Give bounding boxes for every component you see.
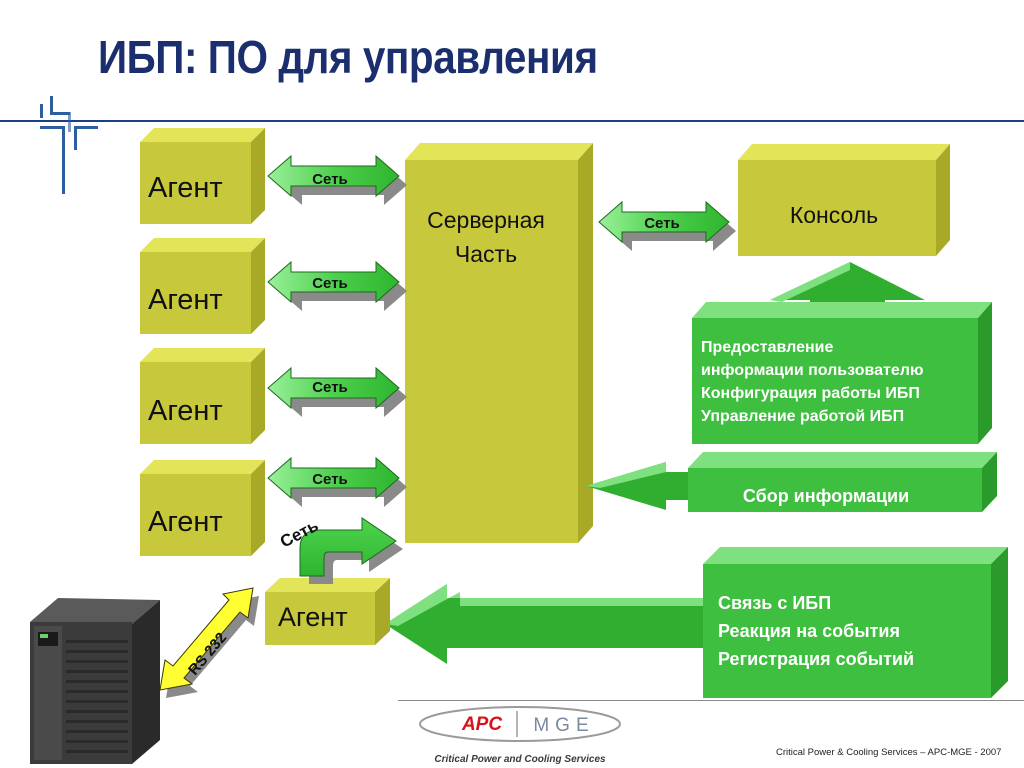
collect-arrow (586, 462, 700, 510)
agent-box-1: Агент (140, 128, 265, 224)
logo-mge: MGE (533, 715, 594, 736)
rs232-arrow: RS 232 (159, 587, 259, 698)
apc-mge-logo: APC MGE Critical Power and Cooling Servi… (419, 706, 621, 765)
ups-box: Связь с ИБП Реакция на события Регистрац… (703, 547, 1008, 698)
network-arrow-server-console: Сеть (598, 200, 736, 251)
agent-label-4: Агент (278, 602, 348, 632)
ups-line-2: Реакция на события (718, 621, 900, 641)
info-box: Предоставление информации пользователю К… (692, 302, 992, 444)
server-label-line1: Серверная (427, 207, 545, 233)
slide-title: ИБП: ПО для управления (98, 31, 598, 83)
network-label-3: Сеть (312, 379, 348, 396)
agent-box-4: Агент (140, 460, 265, 556)
info-line-4: Управление работой ИБП (701, 408, 904, 425)
logo-tagline: Critical Power and Cooling Services (434, 754, 606, 765)
title-divider (0, 120, 1024, 122)
network-arrow-curved: Сеть (277, 516, 403, 584)
info-line-1: Предоставление (701, 339, 834, 356)
ups-line-1: Связь с ИБП (718, 593, 831, 613)
network-label-4: Сеть (312, 471, 348, 488)
agent-box-3: Агент (140, 348, 265, 444)
network-label-2: Сеть (312, 275, 348, 292)
agent-box-2: Агент (140, 238, 265, 334)
logo-apc: APC (461, 714, 502, 735)
network-arrow-2: Сеть (267, 260, 407, 311)
info-line-2: информации пользователю (701, 362, 924, 379)
agent-label-2: Агент (148, 284, 223, 316)
ups-agent-box: Агент (265, 578, 390, 645)
collect-label: Сбор информации (743, 486, 909, 506)
ups-device-icon (30, 598, 160, 764)
agent-label-3: Агент (148, 395, 223, 427)
server-box: Серверная Часть (405, 143, 593, 543)
ups-line-3: Регистрация событий (718, 649, 914, 669)
network-label-1: Сеть (312, 171, 348, 188)
collect-box: Сбор информации (688, 452, 997, 512)
network-arrow-3: Сеть (267, 366, 407, 417)
network-arrow-4: Сеть (267, 456, 407, 507)
server-label-line2: Часть (455, 241, 517, 267)
console-label: Консоль (790, 202, 878, 228)
agent-label-5: Агент (148, 506, 223, 538)
info-line-3: Конфигурация работы ИБП (701, 385, 920, 402)
bottom-divider (398, 700, 1024, 701)
network-label-server-console: Сеть (644, 215, 680, 232)
up-arrow-to-console (770, 262, 925, 330)
console-box: Консоль (738, 144, 950, 256)
network-arrow-1: Сеть (267, 154, 407, 205)
ups-comm-arrow (385, 584, 710, 664)
corner-mark-icon (40, 96, 98, 194)
agent-label-1: Агент (148, 172, 223, 204)
footer-text: Critical Power & Cooling Services – APC-… (776, 747, 1002, 758)
